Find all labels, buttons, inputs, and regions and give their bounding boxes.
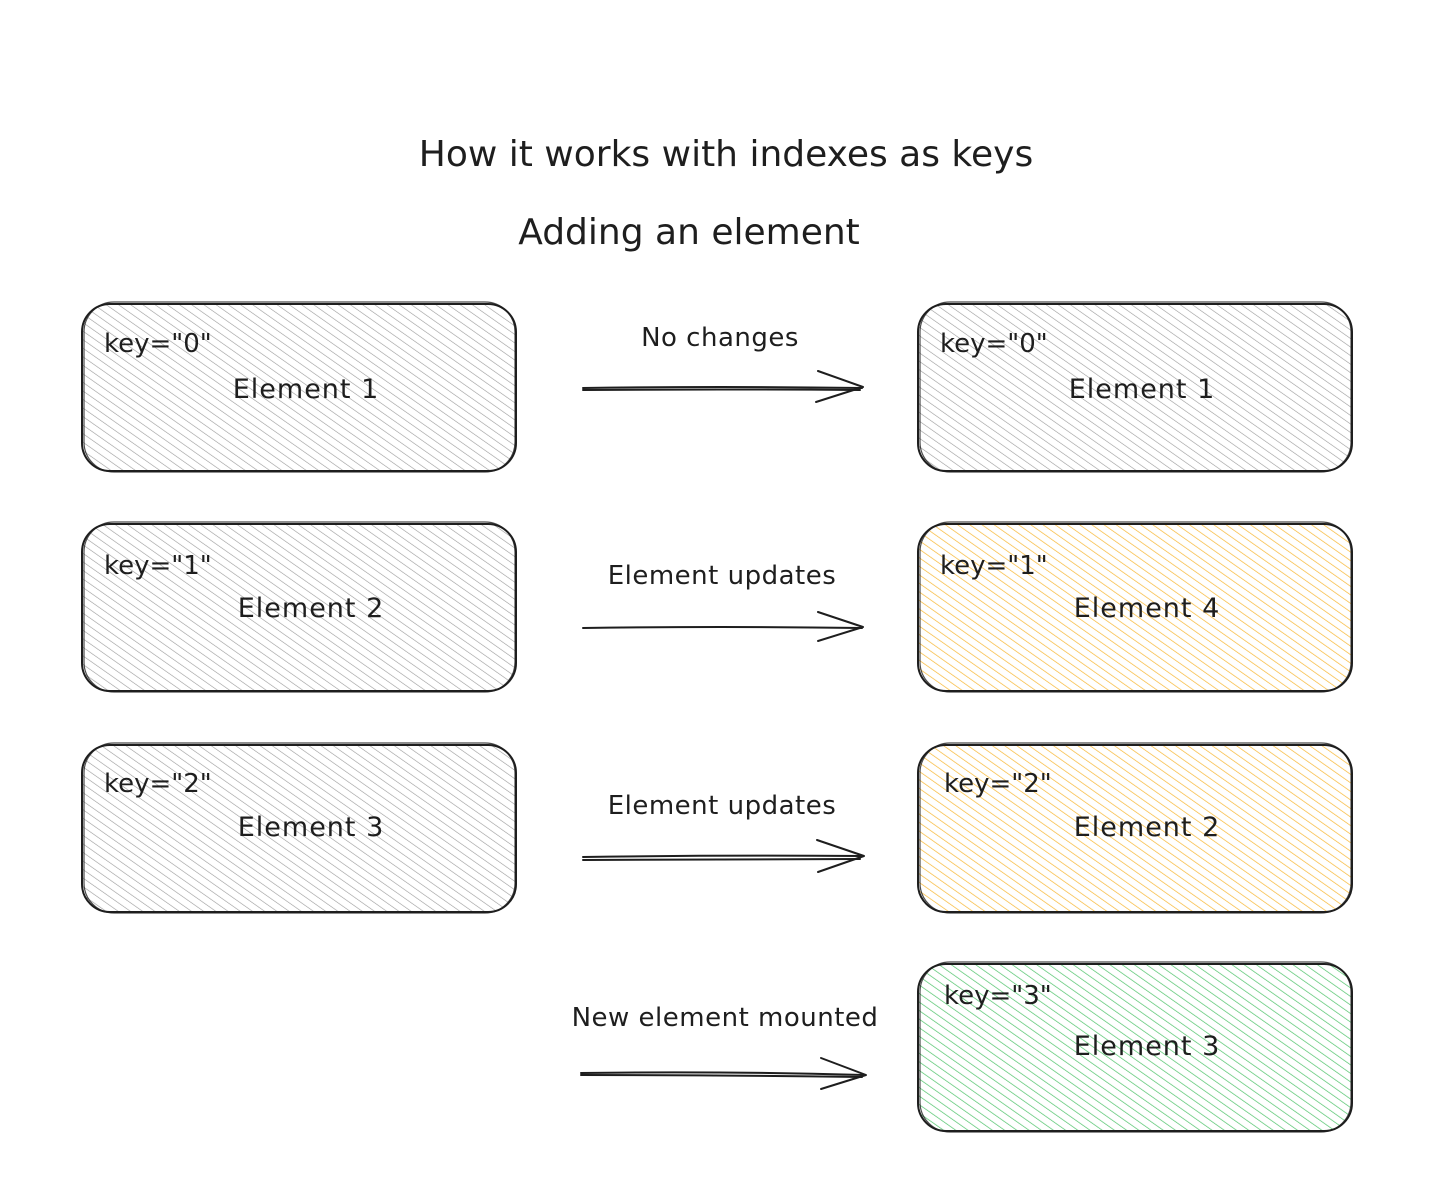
diagram-subtitle: Adding an element [518, 212, 860, 253]
right-box-1-key: key="1" [940, 551, 1048, 581]
arrow-3: New element mounted [572, 1003, 879, 1090]
left-box-0: key="0" Element 1 [81, 301, 517, 473]
arrow-2: Element updates [582, 791, 865, 873]
left-box-2-key: key="2" [104, 769, 212, 799]
arrow-2-label: Element updates [608, 791, 837, 821]
arrow-3-label: New element mounted [572, 1003, 879, 1033]
left-box-0-element: Element 1 [233, 374, 380, 405]
right-box-3: key="3" Element 3 [917, 961, 1353, 1133]
left-box-1-element: Element 2 [238, 593, 385, 624]
left-box-1: key="1" Element 2 [81, 521, 517, 693]
right-box-0: key="0" Element 1 [917, 301, 1353, 473]
right-box-0-element: Element 1 [1069, 374, 1216, 405]
left-box-2: key="2" Element 3 [81, 742, 517, 914]
right-box-2: key="2" Element 2 [917, 742, 1353, 914]
left-box-0-key: key="0" [104, 329, 212, 359]
right-box-2-element: Element 2 [1074, 812, 1221, 843]
diagram-title: How it works with indexes as keys [419, 134, 1033, 175]
right-box-2-key: key="2" [944, 769, 1052, 799]
arrow-1-label: Element updates [608, 561, 837, 591]
arrow-0-label: No changes [641, 323, 799, 353]
right-box-1-element: Element 4 [1074, 593, 1221, 624]
left-box-2-element: Element 3 [238, 812, 385, 843]
right-box-1: key="1" Element 4 [917, 521, 1353, 693]
right-box-3-element: Element 3 [1074, 1031, 1221, 1062]
right-box-3-key: key="3" [944, 981, 1052, 1011]
arrow-0: No changes [582, 323, 864, 403]
left-box-1-key: key="1" [104, 551, 212, 581]
right-box-0-key: key="0" [940, 329, 1048, 359]
arrow-1: Element updates [582, 561, 864, 642]
